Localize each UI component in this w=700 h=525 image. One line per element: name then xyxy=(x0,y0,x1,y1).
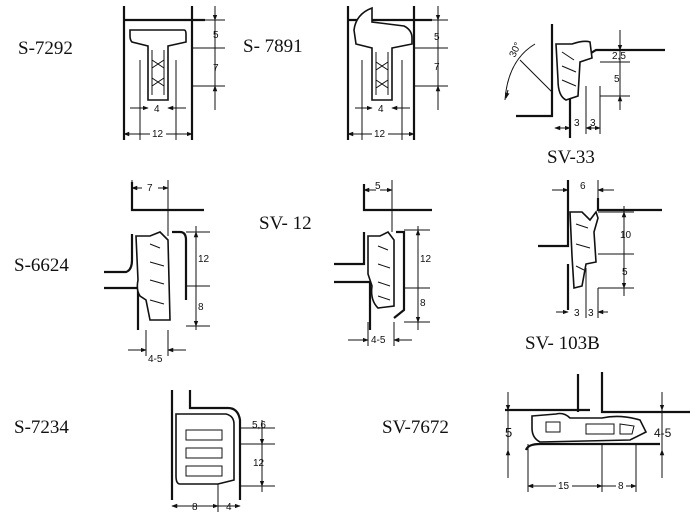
dim-sv-7672-left: 5 xyxy=(505,425,512,440)
profile-s-6624: S-6624 7 12 8 4-5 xyxy=(14,180,210,365)
dim-sv-12-lower: 8 xyxy=(420,298,426,309)
dim-s-7292-width: 12 xyxy=(152,129,164,140)
dim-s-7234-bottom-left: 8 xyxy=(192,502,198,513)
profile-sv-103b: SV- 103B 6 10 5 3 3 xyxy=(525,180,662,354)
dim-sv-33-mid: 5 xyxy=(614,74,620,85)
dim-sv-12-upper: 12 xyxy=(420,254,432,265)
profile-s-7234: S-7234 5,6 12 8 4 xyxy=(14,390,275,513)
dim-sv-7672-bottom-right: 8 xyxy=(618,481,624,492)
dim-sv-7672-right: 4-5 xyxy=(654,426,672,440)
dim-sv-103b-left: 3 xyxy=(574,308,580,319)
dim-sv-12-top: 5 xyxy=(375,181,381,192)
profile-label-s-7234: S-7234 xyxy=(14,417,69,438)
dim-sv-103b-top: 6 xyxy=(580,181,586,192)
dim-s-7891-width: 12 xyxy=(374,129,386,140)
profile-drawing-sv-103b xyxy=(538,180,662,318)
dim-s-7292-inner: 4 xyxy=(154,104,160,115)
dim-s-7234-bottom-right: 4 xyxy=(226,502,232,513)
dim-s-7891-mid: 7 xyxy=(434,62,440,73)
dim-s-7891-inner: 4 xyxy=(378,104,384,115)
dim-s-6624-top: 7 xyxy=(147,183,153,194)
dim-s-7891-top: 5 xyxy=(434,32,440,43)
profile-drawing-s-7234 xyxy=(170,390,275,512)
profile-label-sv-7672: SV-7672 xyxy=(382,417,449,438)
profile-label-s-7292: S-7292 xyxy=(18,38,73,59)
profile-sv-12: SV- 12 5 12 8 4-5 xyxy=(259,180,432,346)
profile-sv-7672: SV-7672 5 4-5 15 8 xyxy=(382,372,690,492)
profile-drawing-s-6624 xyxy=(104,180,210,356)
dim-sv-12-width: 4-5 xyxy=(371,335,386,346)
dim-sv-7672-bottom-left: 15 xyxy=(558,481,570,492)
profile-s-7891: S- 7891 5 7 4 12 xyxy=(243,6,448,140)
profile-s-7292: S-7292 5 7 4 12 xyxy=(18,6,225,140)
dim-s-6624-lower: 8 xyxy=(198,302,204,313)
profile-drawing-sv-33 xyxy=(504,24,665,138)
profile-drawing-sv-12 xyxy=(334,180,432,346)
dim-s-7234-top: 5,6 xyxy=(252,420,266,431)
profile-label-s-7891: S- 7891 xyxy=(243,36,303,57)
profile-label-s-6624: S-6624 xyxy=(14,255,69,276)
dim-sv-33-left: 3 xyxy=(574,118,580,129)
dim-s-7292-top: 5 xyxy=(213,30,219,41)
dim-sv-103b-upper: 10 xyxy=(620,230,632,241)
profile-drawing-s-7891 xyxy=(346,6,448,140)
profile-sv-33: SV-33 30° 2,5 5 3 3 xyxy=(504,24,665,168)
dim-sv-33-top: 2,5 xyxy=(612,51,626,62)
dim-s-6624-width: 4-5 xyxy=(148,354,163,365)
dim-s-7292-mid: 7 xyxy=(213,63,219,74)
profile-label-sv-33: SV-33 xyxy=(547,147,595,168)
profile-drawing-s-7292 xyxy=(122,6,225,140)
dim-sv-33-angle: 30° xyxy=(508,41,524,59)
dim-sv-33-right: 3 xyxy=(590,118,596,129)
dim-s-6624-upper: 12 xyxy=(198,254,210,265)
profile-label-sv-103b: SV- 103B xyxy=(525,333,600,354)
dim-s-7234-height: 12 xyxy=(253,458,265,469)
dim-sv-103b-lower: 5 xyxy=(622,267,628,278)
profile-drawing-sv-7672 xyxy=(505,372,690,492)
profile-label-sv-12: SV- 12 xyxy=(259,213,312,234)
dim-sv-103b-right: 3 xyxy=(588,308,594,319)
